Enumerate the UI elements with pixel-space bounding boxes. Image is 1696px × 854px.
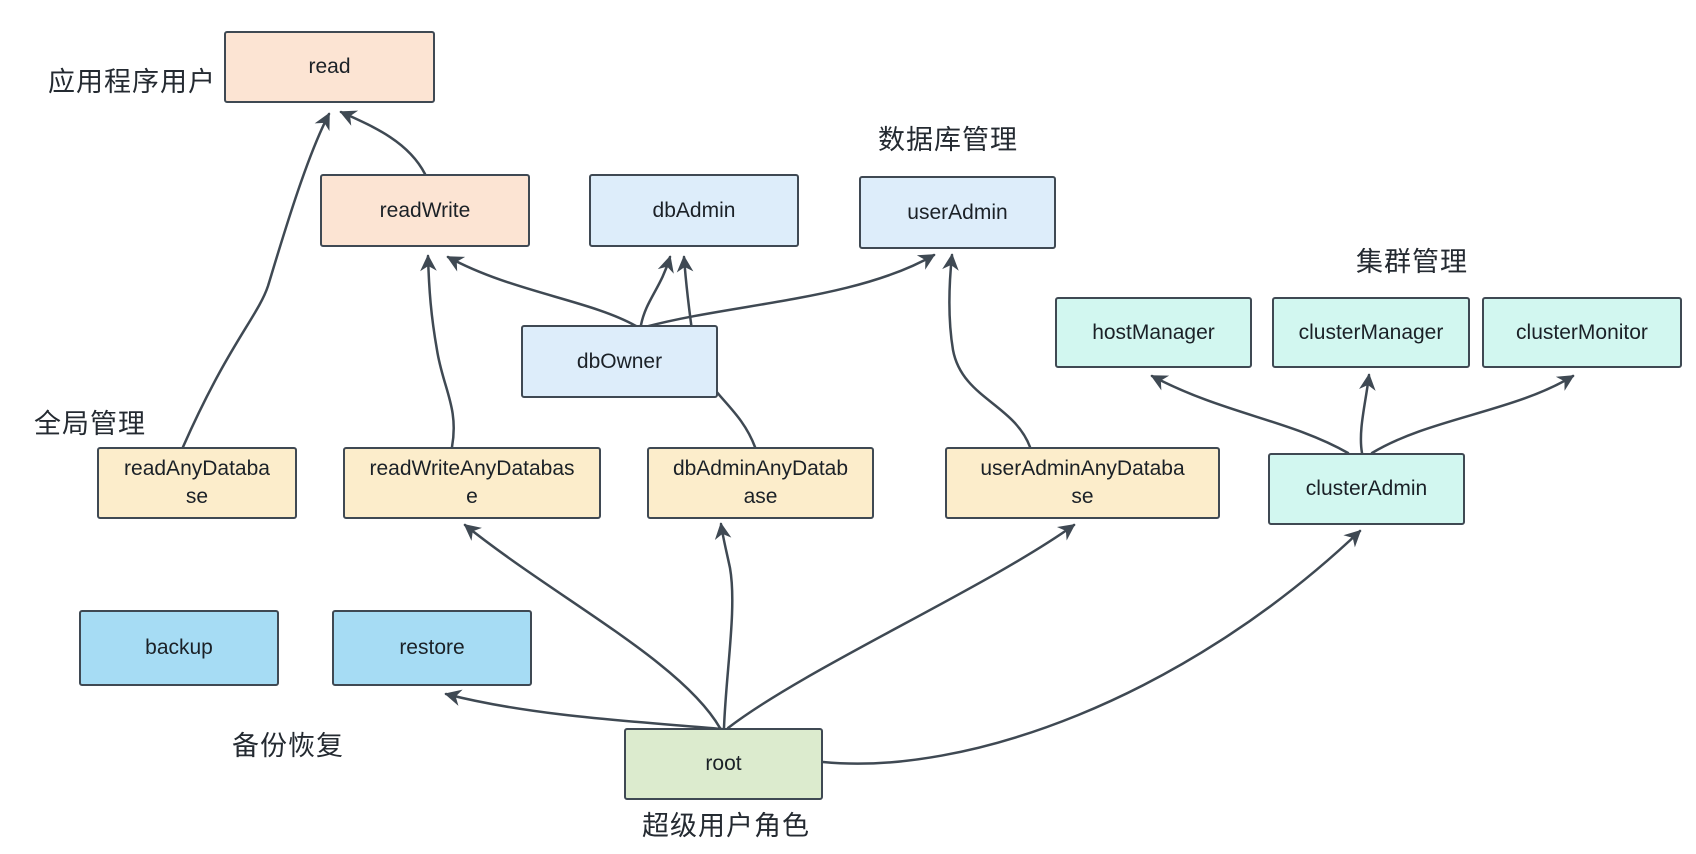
node-dbowner: dbOwner bbox=[521, 325, 718, 398]
node-restore-label: restore bbox=[399, 636, 465, 659]
node-clustermanager-label: clusterManager bbox=[1298, 320, 1444, 344]
node-dbowner-label: dbOwner bbox=[576, 349, 663, 373]
edge-readwrite-to-read bbox=[339, 110, 427, 176]
node-backup: backup bbox=[79, 610, 279, 686]
node-dbadminanydatabase: dbAdminAnyDatabase bbox=[647, 447, 874, 519]
node-hostmanager: hostManager bbox=[1055, 297, 1252, 368]
group-label-application-users: 应用程序用户 bbox=[48, 67, 216, 97]
node-clustermonitor-label: clusterMonitor bbox=[1516, 320, 1648, 344]
edge-clusteradmin-to-clustermanager bbox=[1359, 373, 1376, 455]
node-read-label: read bbox=[308, 55, 351, 78]
group-label-database-management: 数据库管理 bbox=[878, 125, 1018, 155]
group-label-backup-restore: 备份恢复 bbox=[232, 731, 344, 761]
node-dbadmin-label: dbAdmin bbox=[652, 198, 736, 222]
node-readwriteanydatabase-label: readWriteAnyDatabase bbox=[369, 457, 575, 508]
node-restore: restore bbox=[332, 610, 532, 686]
edge-dbowner-to-useradmin bbox=[643, 253, 936, 329]
edge-clusteradmin-to-clustermonitor bbox=[1370, 374, 1575, 455]
edge-dbowner-to-readwrite bbox=[446, 255, 638, 328]
node-dbadminanydatabase-label: dbAdminAnyDatabase bbox=[672, 457, 849, 508]
group-label-superuser-role: 超级用户角色 bbox=[642, 811, 810, 841]
node-readanydatabase-label: readAnyDatabase bbox=[124, 457, 270, 508]
edge-root-to-useradminanydatabase bbox=[726, 523, 1076, 730]
node-useradmin: userAdmin bbox=[859, 176, 1056, 249]
group-label-cluster-management: 集群管理 bbox=[1356, 247, 1468, 277]
node-useradminanydatabase: userAdminAnyDatabase bbox=[945, 447, 1220, 519]
group-label-global-management: 全局管理 bbox=[34, 409, 146, 439]
node-useradminanydatabase-label: userAdminAnyDatabase bbox=[980, 457, 1185, 508]
edge-readwriteanydatabase-to-readwrite bbox=[420, 254, 455, 449]
edge-root-to-restore bbox=[444, 689, 724, 731]
node-readwrite: readWrite bbox=[320, 174, 530, 247]
node-clustermanager: clusterManager bbox=[1272, 297, 1470, 368]
node-hostmanager-label: hostManager bbox=[1092, 320, 1215, 344]
node-clustermonitor: clusterMonitor bbox=[1482, 297, 1682, 368]
node-readwrite-label: readWrite bbox=[379, 198, 471, 222]
node-readwriteanydatabase: readWriteAnyDatabase bbox=[343, 447, 601, 519]
node-dbadmin: dbAdmin bbox=[589, 174, 799, 247]
node-backup-label: backup bbox=[145, 636, 213, 659]
node-clusteradmin: clusterAdmin bbox=[1268, 453, 1465, 525]
node-read: read bbox=[224, 31, 435, 103]
edge-dbowner-to-dbadmin bbox=[639, 255, 674, 327]
edge-readanydatabase-to-read bbox=[181, 112, 331, 449]
edge-useradminanydatabase-to-useradmin bbox=[942, 253, 1032, 449]
edge-root-to-readwriteanydatabase bbox=[463, 523, 722, 730]
edge-clusteradmin-to-hostmanager bbox=[1150, 374, 1350, 455]
node-root-label: root bbox=[705, 752, 742, 775]
node-clusteradmin-label: clusterAdmin bbox=[1305, 477, 1428, 500]
node-root: root bbox=[624, 728, 823, 800]
edge-root-to-clusteradmin bbox=[821, 529, 1362, 765]
node-useradmin-label: userAdmin bbox=[907, 200, 1008, 224]
edge-root-to-dbadminanydatabase bbox=[714, 522, 734, 730]
node-readanydatabase: readAnyDatabase bbox=[97, 447, 297, 519]
